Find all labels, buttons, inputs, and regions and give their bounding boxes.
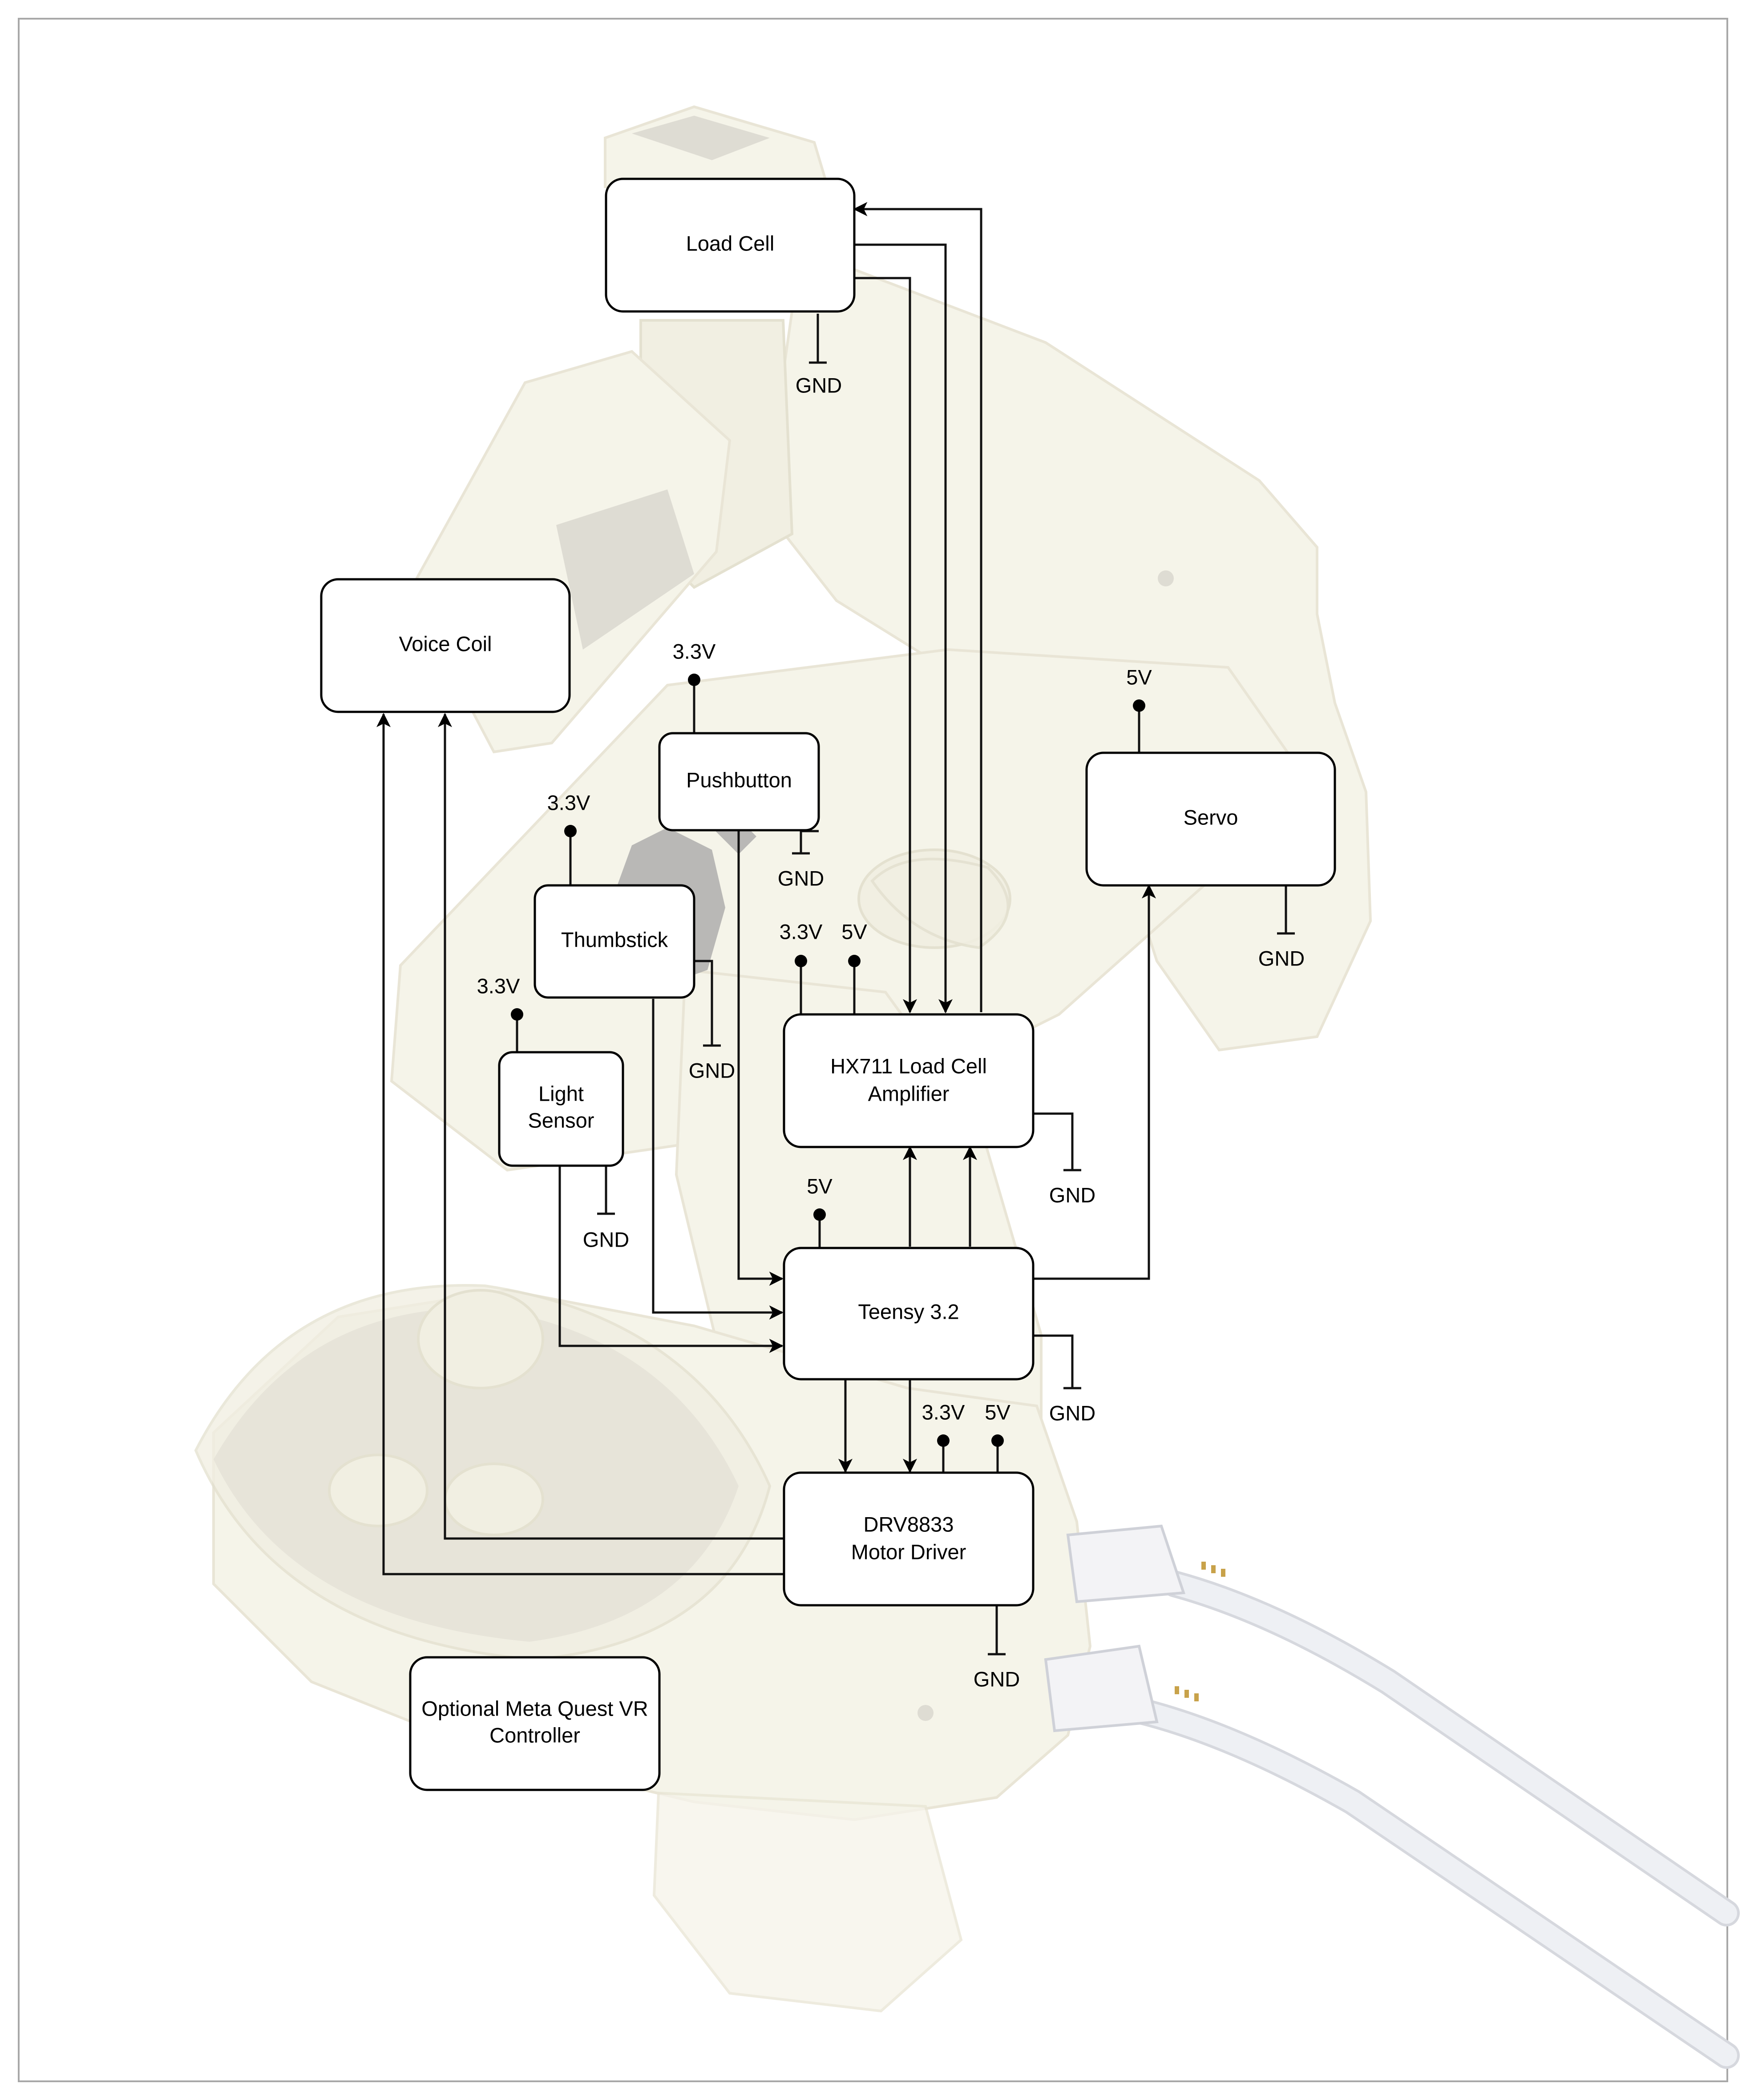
load-cell-gnd-label: GND <box>796 373 842 397</box>
wire-teensy-to-servo <box>1033 884 1156 1280</box>
wire-pushbutton-to-teensy <box>737 831 784 1286</box>
hx711-label-line1: HX711 Load Cell <box>830 1054 987 1078</box>
drv8833-3v3-label: 3.3V <box>922 1400 965 1424</box>
teensy-5v-label: 5V <box>807 1174 833 1198</box>
light-sensor-gnd-label: GND <box>583 1228 629 1251</box>
wire-light-sensor-to-teensy <box>558 1166 784 1353</box>
wire-drv8833-to-voice-coil-a <box>438 713 783 1540</box>
hx711-gnd-wire <box>1033 1112 1081 1171</box>
power-labels: GND GND GND GND GND GND GND GND 3.3V 3.3… <box>477 373 1305 1691</box>
load-cell-block[interactable]: Load Cell <box>605 178 856 313</box>
drv8833-5v-dot <box>991 1434 1004 1447</box>
light-sensor-gnd-wire <box>597 1166 615 1215</box>
wire-hx711-to-load-cell <box>853 202 982 1012</box>
voice-coil-label: Voice Coil <box>399 632 492 655</box>
thumbstick-block[interactable]: Thumbstick <box>534 884 695 999</box>
drv8833-gnd-label: GND <box>974 1667 1020 1691</box>
light-sensor-label-line1: Light <box>538 1082 584 1105</box>
drv8833-gnd-wire <box>988 1605 1006 1656</box>
servo-5v-label: 5V <box>1126 665 1152 689</box>
light-sensor-label-line2: Sensor <box>528 1108 594 1132</box>
thumbstick-3v3-label: 3.3V <box>547 791 590 814</box>
teensy-block[interactable]: Teensy 3.2 <box>783 1247 1035 1381</box>
pushbutton-3v3-dot <box>688 674 700 686</box>
servo-block[interactable]: Servo <box>1085 751 1336 887</box>
teensy-gnd-wire <box>1033 1334 1081 1389</box>
hx711-5v-dot <box>848 955 861 967</box>
thumbstick-3v3-dot <box>564 825 577 837</box>
supply-dots <box>511 674 1145 1447</box>
load-cell-gnd-wire <box>809 314 827 364</box>
teensy-5v-dot <box>813 1208 826 1221</box>
wire-drv8833-to-voice-coil-b <box>376 713 783 1575</box>
thumbstick-label: Thumbstick <box>561 928 668 951</box>
servo-label: Servo <box>1184 805 1238 829</box>
hx711-3v3-dot <box>795 955 807 967</box>
thumbstick-gnd-wire <box>694 960 721 1047</box>
light-sensor-3v3-label: 3.3V <box>477 974 520 998</box>
light-sensor-3v3-dot <box>511 1008 523 1021</box>
thumbstick-gnd-label: GND <box>689 1058 735 1082</box>
wire-load-cell-to-hx711-b <box>854 277 917 1014</box>
pushbutton-label: Pushbutton <box>686 768 792 792</box>
meta-quest-block[interactable]: Optional Meta Quest VR Controller <box>409 1656 661 1791</box>
usb-cables <box>1044 1524 1740 2069</box>
drv8833-3v3-dot <box>937 1434 950 1447</box>
hx711-block[interactable]: HX711 Load Cell Amplifier <box>783 1013 1035 1148</box>
pushbutton-block[interactable]: Pushbutton <box>658 732 820 832</box>
load-cell-label: Load Cell <box>686 231 775 255</box>
teensy-gnd-label: GND <box>1049 1401 1095 1425</box>
meta-quest-label-line2: Controller <box>489 1723 580 1747</box>
drv8833-block[interactable]: DRV8833 Motor Driver <box>783 1471 1035 1607</box>
hx711-label-line2: Amplifier <box>868 1082 950 1105</box>
wires <box>376 202 1295 1656</box>
pushbutton-3v3-label: 3.3V <box>673 639 716 663</box>
voice-coil-block[interactable]: Voice Coil <box>320 578 571 713</box>
drv8833-5v-label: 5V <box>985 1400 1010 1424</box>
hx711-5v-label: 5V <box>841 920 867 943</box>
drv8833-label-line2: Motor Driver <box>851 1540 966 1563</box>
drv8833-label-line1: DRV8833 <box>864 1512 954 1536</box>
wire-load-cell-to-hx711-a <box>854 243 953 1014</box>
servo-5v-dot <box>1133 699 1145 712</box>
light-sensor-block[interactable]: Light Sensor <box>498 1051 624 1167</box>
teensy-label: Teensy 3.2 <box>858 1300 959 1323</box>
hx711-gnd-label: GND <box>1049 1183 1095 1207</box>
servo-gnd-label: GND <box>1258 946 1305 970</box>
pushbutton-gnd-label: GND <box>778 866 824 890</box>
hx711-3v3-label: 3.3V <box>780 920 823 943</box>
wire-thumbstick-to-teensy <box>652 999 784 1320</box>
meta-quest-label-line1: Optional Meta Quest VR <box>421 1696 648 1720</box>
servo-gnd-wire <box>1277 886 1295 935</box>
